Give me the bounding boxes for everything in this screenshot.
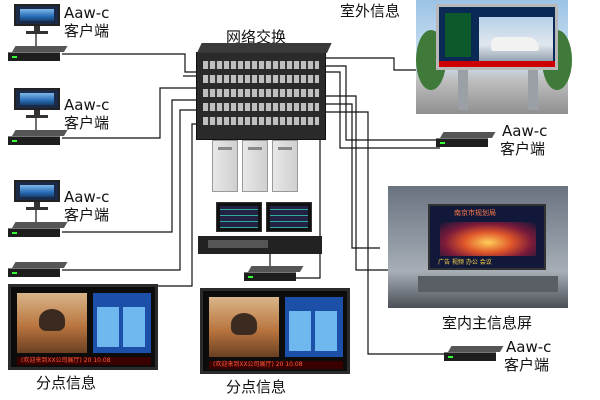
client-label-sub: 客户端 — [64, 206, 110, 224]
indoor-screen-bottom: 广告 视频 办公 会议 — [438, 259, 492, 266]
client-label-sub: 客户端 — [500, 140, 546, 158]
client-label-name: Aaw-c — [64, 4, 110, 22]
server-icon — [242, 140, 268, 192]
indoor-main-label: 室内主信息屏 — [442, 314, 533, 332]
client-label-sub: 客户端 — [504, 356, 550, 374]
keyboard-icon — [208, 240, 268, 248]
workstation-monitor-icon — [216, 202, 262, 232]
panel-ticker: (欢迎来到XX公司展厅) 20 10.08 — [213, 361, 303, 368]
client-box-icon — [8, 46, 68, 61]
switch-label: 网络交换 — [226, 28, 287, 46]
outdoor-label: 室外信息 — [340, 2, 401, 20]
branch-info-label: 分点信息 — [226, 378, 287, 396]
client-label-name: Aaw-c — [506, 338, 552, 356]
client-label-sub: 客户端 — [64, 22, 110, 40]
client-box-icon — [436, 132, 496, 147]
network-switch-icon — [196, 43, 332, 140]
client-label-name: Aaw-c — [502, 122, 548, 140]
client-box-icon — [444, 346, 504, 361]
client-box-icon — [8, 130, 68, 145]
client-label-name: Aaw-c — [64, 96, 110, 114]
indoor-screen-title: 南京市规划局 — [454, 209, 496, 217]
client-label-sub: 客户端 — [64, 114, 110, 132]
client-tv-icon — [14, 180, 60, 210]
server-icon — [212, 140, 238, 192]
workstation-monitor-icon — [266, 202, 312, 232]
panel-ticker: (欢迎来到XX公司展厅) 20 10.08 — [21, 357, 111, 364]
branch-info-panel: (欢迎来到XX公司展厅) 20 10.08 — [200, 288, 350, 374]
client-tv-icon — [14, 4, 60, 34]
client-box-icon — [8, 262, 68, 277]
client-label-name: Aaw-c — [64, 188, 110, 206]
outdoor-billboard-photo — [416, 0, 572, 114]
branch-info-panel: (欢迎来到XX公司展厅) 20 10.08 — [8, 284, 158, 370]
client-box-icon — [8, 222, 68, 237]
server-icon — [272, 140, 298, 192]
indoor-main-screen-photo: 南京市规划局 广告 视频 办公 会议 — [388, 186, 568, 308]
client-tv-icon — [14, 88, 60, 118]
branch-info-label: 分点信息 — [36, 374, 97, 392]
client-box-icon — [244, 266, 304, 281]
